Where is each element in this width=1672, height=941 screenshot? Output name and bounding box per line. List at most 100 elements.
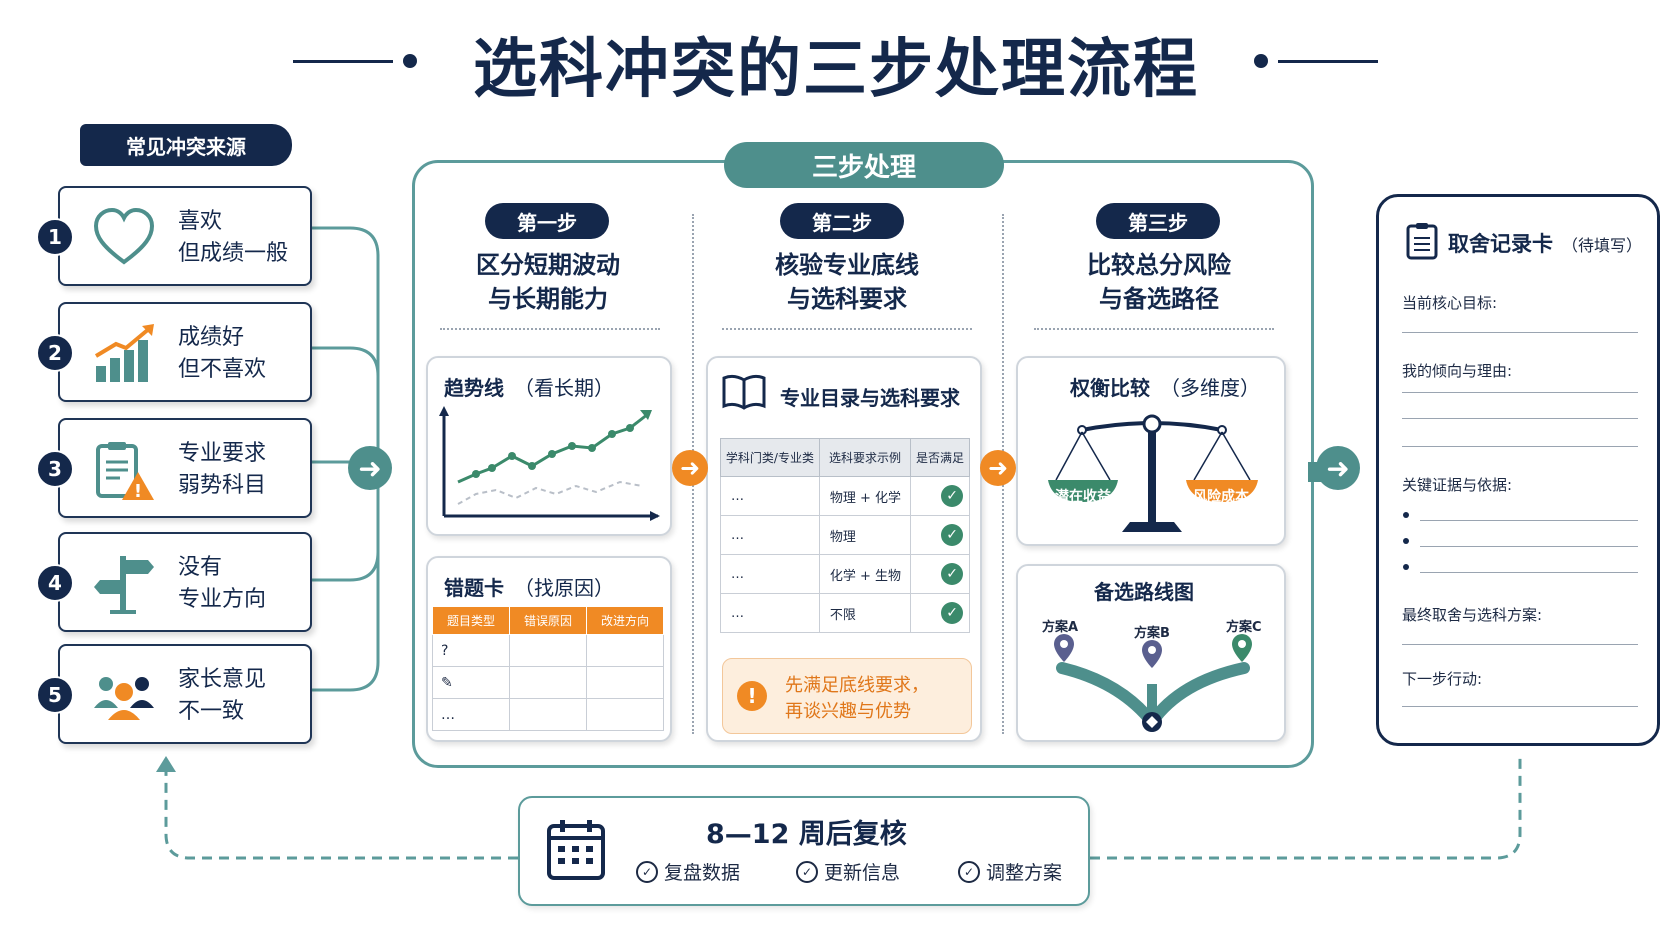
arrow-right-icon: ➜ bbox=[980, 450, 1016, 486]
record-blank-line[interactable] bbox=[1402, 706, 1638, 707]
ellipsis-mark: … bbox=[432, 698, 510, 731]
pencil-icon: ✎ bbox=[432, 666, 510, 699]
review-item: ✓ 更新信息 bbox=[796, 858, 900, 885]
divider bbox=[1034, 328, 1274, 330]
sources-title: 常见冲突来源 bbox=[80, 124, 292, 166]
major-req: 化学 + 生物 bbox=[818, 554, 912, 594]
source-line: 喜欢 bbox=[178, 209, 223, 234]
source-card-4: 4 没有专业方向 bbox=[36, 532, 312, 632]
major-name: … bbox=[720, 515, 820, 555]
error-col-header: 改进方向 bbox=[586, 606, 664, 635]
source-line: 没有 bbox=[178, 555, 223, 580]
error-col-header: 题目类型 bbox=[432, 606, 510, 635]
trend-note: （看长期） bbox=[514, 376, 614, 400]
major-name: … bbox=[720, 593, 820, 633]
record-field: 我的倾向与理由: bbox=[1402, 362, 1513, 380]
majors-table: 学科门类/专业类选科要求示例是否满足 …物理 + 化学✓ …物理✓ …化学 + … bbox=[720, 438, 970, 633]
table-row: …化学 + 生物 ✓ bbox=[720, 554, 970, 594]
balance-title: 权衡比较（多维度） bbox=[1070, 372, 1260, 401]
source-line: 但成绩一般 bbox=[178, 241, 289, 266]
source-number: 4 bbox=[36, 564, 74, 602]
divider bbox=[440, 328, 660, 330]
major-name: … bbox=[720, 554, 820, 594]
trend-title: 趋势线 （看长期） bbox=[444, 372, 614, 401]
step-title-3: 比较总分风险与备选路径 bbox=[1034, 248, 1284, 316]
routes-title: 备选路线图 bbox=[1094, 580, 1194, 604]
title-line-right bbox=[1278, 60, 1378, 63]
record-blank-line[interactable] bbox=[1420, 546, 1638, 547]
bullet-dot bbox=[1403, 564, 1409, 570]
trend-label: 趋势线 bbox=[444, 376, 504, 400]
record-blank-line[interactable] bbox=[1402, 332, 1638, 333]
risk-label: 风险成本 bbox=[1193, 489, 1249, 505]
error-card-label: 错题卡 bbox=[444, 576, 504, 600]
calendar-icon bbox=[547, 820, 605, 880]
route-map-icon bbox=[1054, 634, 1252, 732]
record-title: 取舍记录卡 bbox=[1448, 232, 1553, 256]
record-card bbox=[1376, 194, 1660, 746]
record-field: 关键证据与依据: bbox=[1402, 476, 1513, 494]
check-icon: ✓ bbox=[941, 563, 964, 585]
check-circle-icon: ✓ bbox=[796, 860, 818, 883]
balance-note: （多维度） bbox=[1160, 376, 1260, 400]
warning-icon: ! bbox=[737, 681, 767, 711]
source-line: 家长意见 bbox=[178, 667, 267, 692]
step-title-line: 与选科要求 bbox=[787, 285, 907, 313]
source-line: 弱势科目 bbox=[178, 473, 267, 498]
source-line: 专业要求 bbox=[178, 441, 267, 466]
table-row: …不限 ✓ bbox=[720, 593, 970, 633]
arrow-right-icon: ➜ bbox=[672, 450, 708, 486]
record-blank-line[interactable] bbox=[1420, 520, 1638, 521]
major-req: 物理 bbox=[818, 515, 912, 555]
record-blank-line[interactable] bbox=[1402, 418, 1638, 419]
question-icon: ? bbox=[432, 634, 510, 667]
step-title-line: 与长期能力 bbox=[488, 285, 608, 313]
source-card-5: 5 家长意见不一致 bbox=[36, 644, 312, 744]
trend-box bbox=[426, 356, 672, 536]
error-table: 题目类型错误原因改进方向 ? ✎ … bbox=[432, 606, 664, 731]
page-title: 选科冲突的三步处理流程 bbox=[473, 33, 1199, 107]
step-title-2: 核验专业底线与选科要求 bbox=[722, 248, 972, 316]
step-title-line: 与备选路径 bbox=[1099, 285, 1219, 313]
source-line: 不一致 bbox=[178, 699, 245, 724]
major-req: 物理 + 化学 bbox=[818, 476, 912, 516]
step-badge-2: 第二步 bbox=[780, 203, 904, 239]
book-icon bbox=[722, 374, 766, 410]
majors-title: 专业目录与选科要求 bbox=[780, 386, 960, 410]
record-field: 最终取舍与选科方案: bbox=[1402, 606, 1543, 624]
step-title-line: 核验专业底线 bbox=[775, 251, 919, 279]
review-item-label: 调整方案 bbox=[986, 862, 1063, 884]
check-circle-icon: ✓ bbox=[636, 860, 658, 883]
error-col-header: 错误原因 bbox=[509, 606, 587, 635]
majors-col-header: 学科门类/专业类 bbox=[720, 438, 820, 477]
record-blank-line[interactable] bbox=[1402, 392, 1638, 393]
check-icon: ✓ bbox=[941, 602, 964, 624]
divider bbox=[722, 328, 972, 330]
step-title-line: 区分短期波动 bbox=[476, 251, 620, 279]
family-icon bbox=[94, 677, 154, 720]
source-number: 1 bbox=[36, 218, 74, 256]
check-icon: ✓ bbox=[941, 485, 964, 507]
route-option-a: 方案A bbox=[1042, 620, 1079, 635]
source-card-2: 2 成绩好但不喜欢 bbox=[36, 302, 312, 402]
error-card-title: 错题卡（找原因） bbox=[444, 572, 614, 601]
review-item-label: 更新信息 bbox=[824, 862, 901, 884]
step-title-line: 比较总分风险 bbox=[1087, 251, 1231, 279]
record-field: 当前核心目标: bbox=[1402, 294, 1498, 312]
review-item: ✓ 复盘数据 bbox=[636, 858, 740, 885]
record-blank-line[interactable] bbox=[1402, 644, 1638, 645]
major-req: 不限 bbox=[818, 593, 912, 633]
record-field: 下一步行动: bbox=[1402, 670, 1483, 688]
review-item-label: 复盘数据 bbox=[664, 862, 741, 884]
record-blank-line[interactable] bbox=[1420, 572, 1638, 573]
trend-line-chart bbox=[439, 406, 660, 521]
source-line: 成绩好 bbox=[178, 325, 245, 350]
check-circle-icon: ✓ bbox=[958, 860, 980, 883]
source-number: 2 bbox=[36, 334, 74, 372]
panel-title: 三步处理 bbox=[724, 142, 1004, 188]
record-note: （待填写） bbox=[1562, 236, 1643, 255]
arrow-right-icon: ➜ bbox=[348, 446, 392, 490]
clipboard-warning-icon: ! bbox=[96, 442, 154, 502]
clipboard-icon bbox=[1406, 223, 1438, 260]
record-blank-line[interactable] bbox=[1402, 446, 1638, 447]
